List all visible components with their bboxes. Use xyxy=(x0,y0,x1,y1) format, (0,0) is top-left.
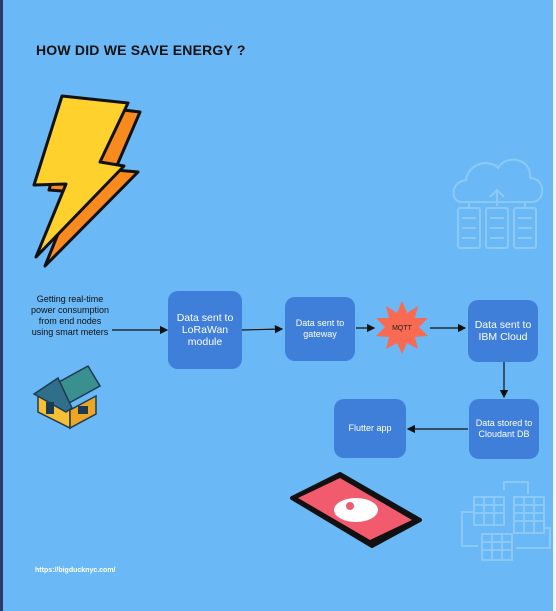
arrow-lorawan-to-gateway xyxy=(241,324,284,334)
cloud-server-icon xyxy=(452,158,544,249)
node-mqtt: MQTT xyxy=(392,324,412,332)
right-edge xyxy=(553,0,556,611)
node-gateway: Data sent to gateway xyxy=(285,297,355,361)
smartphone-icon xyxy=(290,472,422,548)
node-cloudant-db: Data stored to Cloudant DB xyxy=(469,399,539,459)
node-lorawan: Data sent to LoRaWan module xyxy=(168,291,242,369)
left-edge xyxy=(0,0,3,611)
page-title: HOW DID WE SAVE ENERGY ? xyxy=(36,42,246,58)
source-description: Getting real-time power consumption from… xyxy=(30,294,110,337)
lightning-bolt-icon xyxy=(32,94,142,268)
database-tables-icon xyxy=(461,481,551,561)
mqtt-burst xyxy=(376,301,428,354)
node-ibm-cloud: Data sent to IBM Cloud xyxy=(468,300,538,362)
node-flutter-app: Flutter app xyxy=(334,399,406,458)
footer-url[interactable]: https://bigducknyc.com/ xyxy=(35,567,116,574)
house-icon xyxy=(32,364,102,430)
